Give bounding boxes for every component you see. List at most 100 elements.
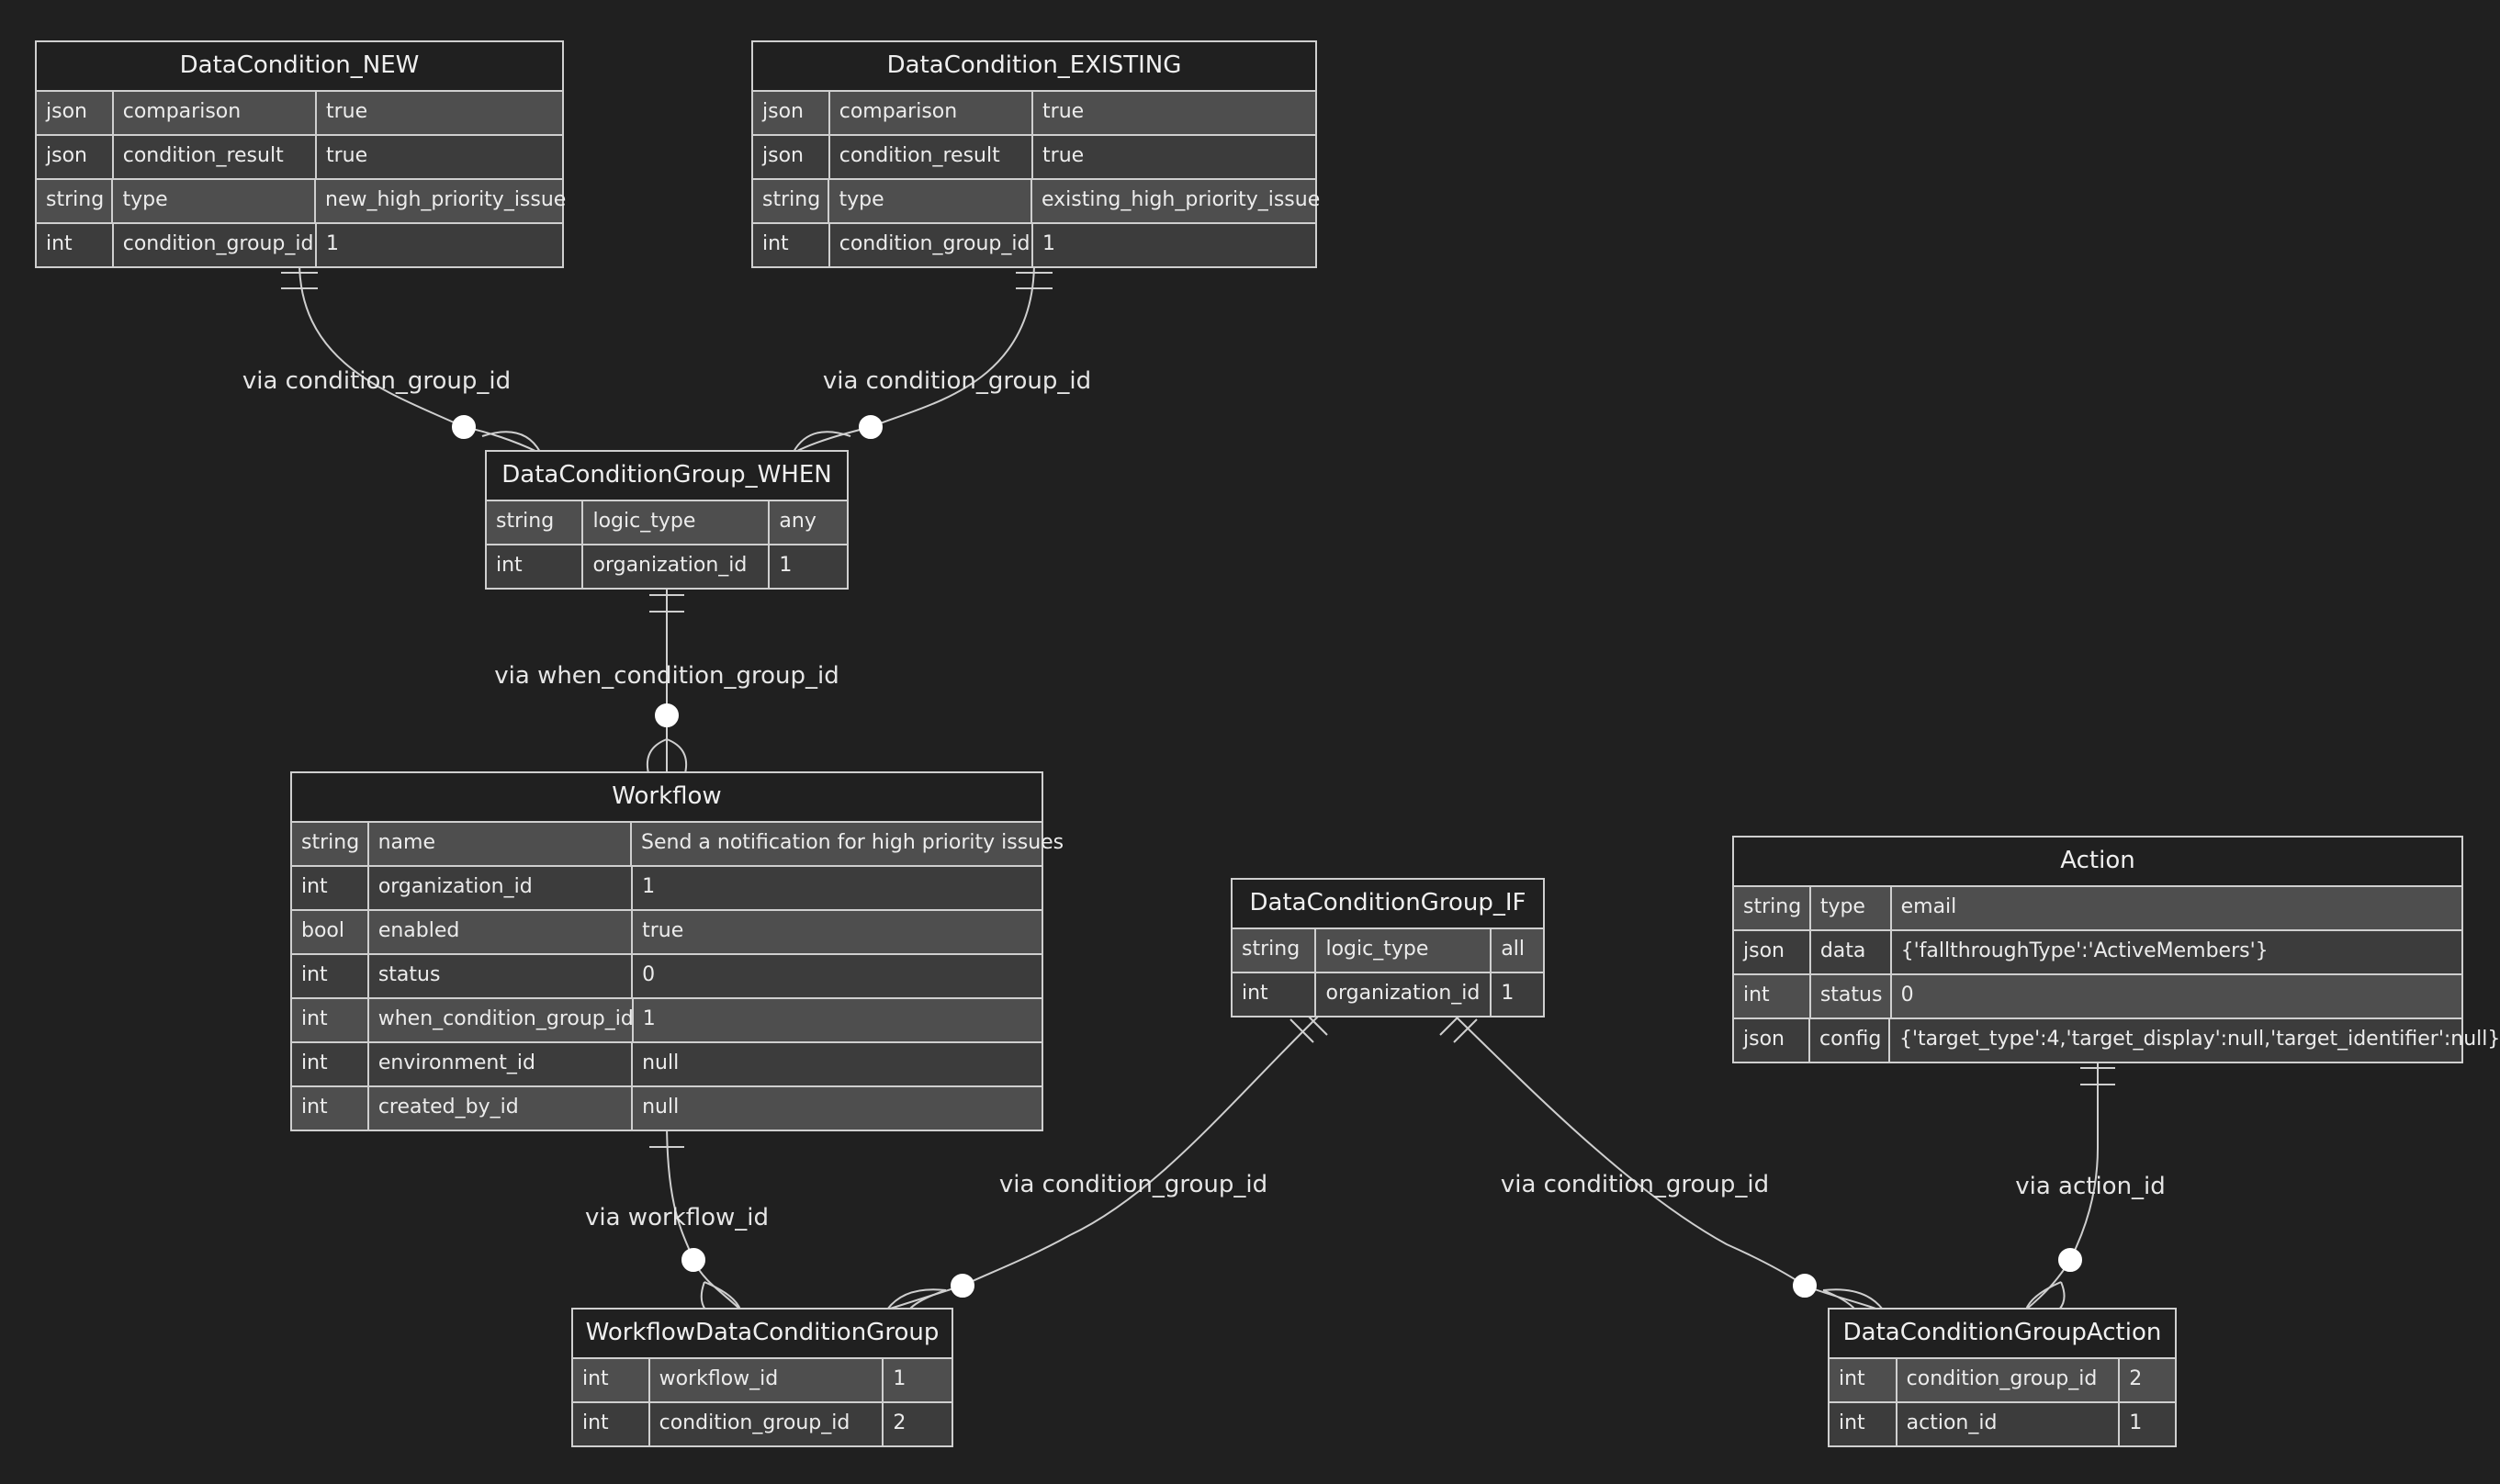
attribute-value: new_high_priority_issue (325, 188, 567, 211)
relationship-label-new-when: via condition_group_id (242, 367, 512, 395)
attribute-type: int (292, 955, 369, 997)
attribute-type: json (37, 92, 114, 134)
attribute-type: int (1830, 1359, 1898, 1401)
attribute-name: type (829, 180, 1032, 222)
attribute-type: string (292, 823, 369, 865)
attribute-type: int (487, 545, 584, 588)
attribute-name: logic_type (583, 501, 771, 544)
many-marker (647, 738, 668, 774)
attribute-type: int (573, 1403, 650, 1445)
attribute-value: {'fallthroughType':'ActiveMembers'} (1900, 939, 2269, 962)
attribute-value: {'target_type':4,'target_display':null,'… (1899, 1028, 2500, 1051)
attribute-type: json (37, 136, 114, 178)
attribute-value: 2 (893, 1411, 907, 1434)
zero-marker (951, 1274, 974, 1298)
attribute-name: organization_id (369, 867, 634, 909)
attribute-value: true (325, 100, 368, 123)
attribute-name: when_condition_group_id (369, 999, 634, 1041)
many-marker (481, 431, 541, 453)
relationship-label-action-dcga: via action_id (2015, 1173, 2166, 1200)
entity-title: DataConditionGroup_WHEN (487, 452, 847, 501)
attribute-value: 0 (1900, 984, 1914, 1006)
attribute-name: condition_result (830, 136, 1034, 178)
attribute-type: json (1734, 1019, 1811, 1062)
attribute-type: string (1233, 929, 1317, 972)
one-marker (1289, 1018, 1314, 1043)
attribute-name: data (1811, 931, 1892, 973)
attribute-value: 0 (642, 963, 656, 986)
entity-title: WorkflowDataConditionGroup (573, 1310, 952, 1359)
attribute-name: status (369, 955, 634, 997)
relationship-label-workflow-wdcg: via workflow_id (584, 1204, 770, 1231)
many-marker (2025, 1281, 2062, 1310)
entity-title: DataConditionGroup_IF (1233, 880, 1543, 929)
attribute-type: int (292, 867, 369, 909)
attribute-type: int (292, 1043, 369, 1085)
attribute-type: string (487, 501, 584, 544)
attribute-value: 1 (325, 232, 339, 255)
attribute-type: string (37, 180, 114, 222)
attribute-type: bool (292, 911, 369, 953)
attribute-value: 1 (1042, 232, 1056, 255)
attribute-type: int (573, 1359, 650, 1401)
attribute-value: 2 (2129, 1367, 2143, 1390)
attribute-value: null (642, 1096, 680, 1119)
attribute-name: condition_group_id (1898, 1359, 2121, 1401)
attribute-name: enabled (369, 911, 634, 953)
many-marker (704, 1281, 741, 1310)
attribute-name: condition_group_id (650, 1403, 884, 1445)
attribute-value: all (1501, 938, 1526, 961)
edge-existing-to-when (794, 261, 1035, 453)
attribute-name: workflow_id (650, 1359, 884, 1401)
attribute-value: any (779, 510, 816, 533)
entity-title: DataCondition_EXISTING (753, 42, 1315, 92)
attribute-type: json (1734, 931, 1811, 973)
attribute-value: existing_high_priority_issue (1042, 188, 1321, 211)
zero-marker (681, 1248, 705, 1272)
attribute-value: 1 (893, 1367, 907, 1390)
many-marker (886, 1288, 947, 1310)
attribute-type: int (1830, 1403, 1898, 1445)
attribute-value: Send a notification for high priority is… (641, 831, 1064, 854)
many-marker (700, 1281, 706, 1310)
attribute-type: json (753, 92, 830, 134)
attribute-value: true (1042, 144, 1085, 167)
relationship-label-when-workflow: via when_condition_group_id (494, 662, 839, 690)
attribute-name: comparison (114, 92, 317, 134)
attribute-type: int (292, 1087, 369, 1130)
attribute-name: environment_id (369, 1043, 634, 1085)
attribute-value: null (642, 1051, 680, 1074)
relationship-label-if-wdcg: via condition_group_id (998, 1171, 1268, 1198)
attribute-type: int (1734, 975, 1811, 1017)
attribute-type: int (753, 224, 830, 266)
attribute-type: int (1233, 973, 1317, 1016)
attribute-value: true (1042, 100, 1085, 123)
relationship-label-if-dcga: via condition_group_id (1500, 1171, 1770, 1198)
attribute-name: type (113, 180, 316, 222)
attribute-value: 1 (779, 554, 793, 577)
entity-title: DataConditionGroupAction (1830, 1310, 2175, 1359)
